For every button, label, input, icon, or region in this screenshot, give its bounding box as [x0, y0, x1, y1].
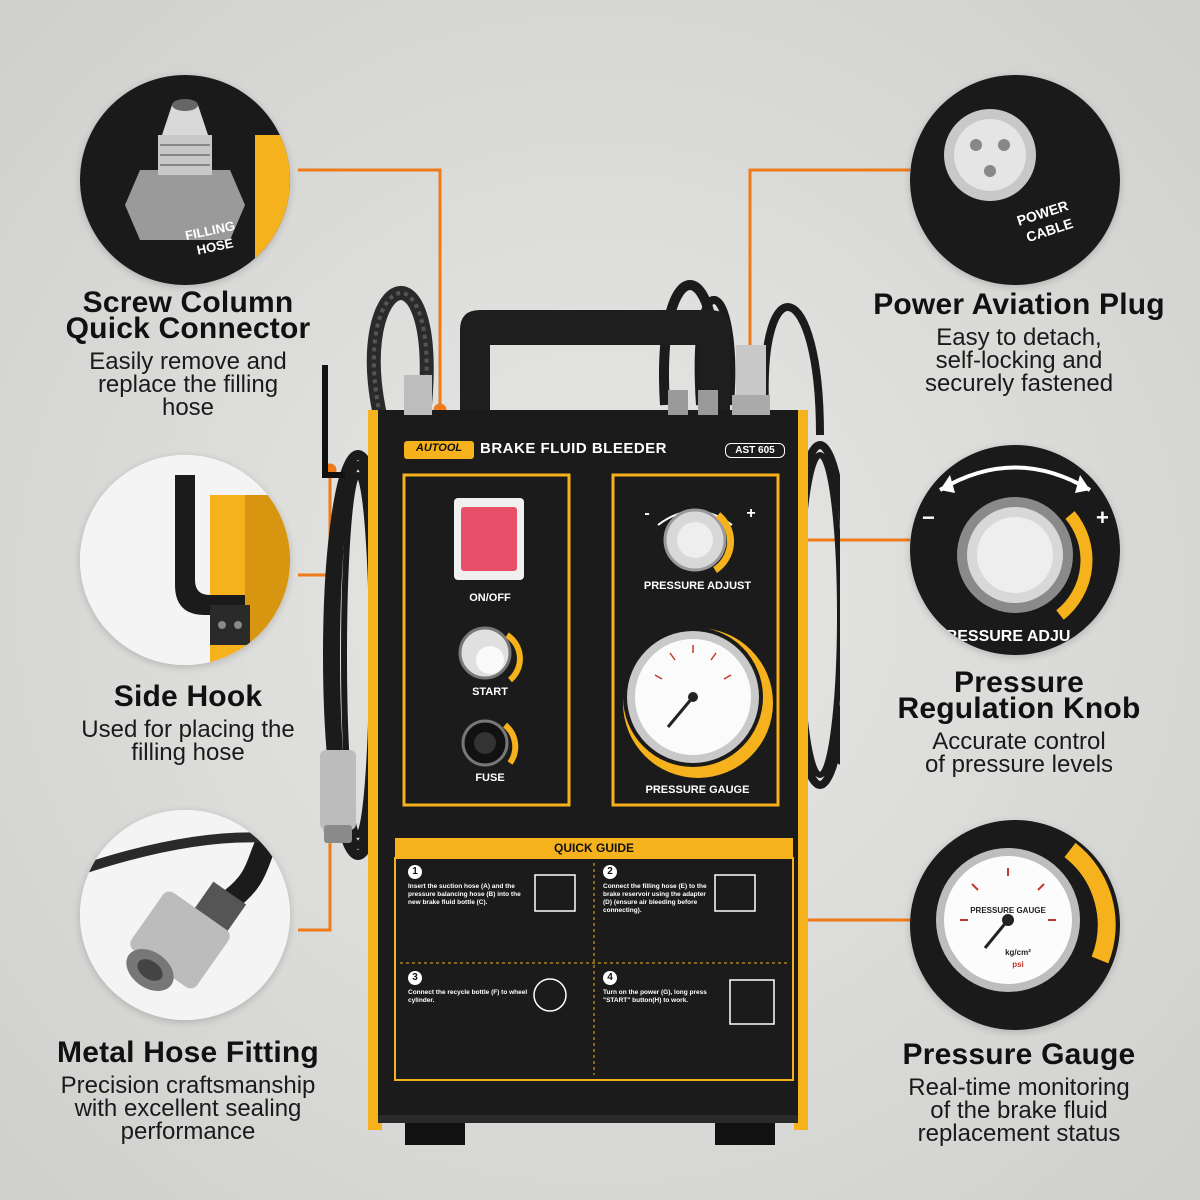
product-name: BRAKE FLUID BLEEDER	[480, 440, 668, 457]
brake-fluid-bleeder: AUTOOL BRAKE FLUID BLEEDER AST 605 ON/OF…	[320, 235, 876, 1165]
svg-text:+: +	[1096, 505, 1109, 530]
start-label: START	[472, 686, 508, 698]
circle-side-hook	[80, 455, 290, 665]
guide-step-3-number: 3	[412, 972, 418, 983]
guide-step-2-number: 2	[607, 866, 613, 877]
knob-circle-label: PRESSURE ADJU	[935, 628, 1071, 645]
guide-step-1-text: Insert the suction hose (A) and the pres…	[408, 883, 521, 906]
feature-power-plug: Power Aviation Plug Easy to detach,self-…	[855, 288, 1183, 397]
svg-text:−: −	[922, 505, 935, 530]
on-off-label: ON/OFF	[469, 592, 511, 604]
circle-screw-column-connector: FILLING HOSE	[80, 75, 290, 285]
feature-title: Pressure Gauge	[902, 1038, 1136, 1071]
guide-step-4-text: Turn on the power (G), long press "START…	[603, 989, 707, 1004]
circle-pressure-regulation-knob: − + PRESSURE ADJU	[910, 445, 1120, 655]
brand-logo: AUTOOL	[415, 442, 463, 454]
pressure-adjust-label: PRESSURE ADJUST	[643, 580, 752, 592]
line-screw-column	[298, 168, 442, 410]
guide-step-1-number: 1	[412, 866, 418, 877]
fuse-label: FUSE	[475, 772, 505, 784]
gauge-circle-title: PRESSURE GAUGE	[970, 906, 1046, 915]
switch-red	[461, 507, 517, 571]
circle-pressure-gauge: PRESSURE GAUGE kg/cm² psi	[910, 820, 1120, 1030]
device-illustration	[320, 280, 876, 1145]
guide-step-3-text: Connect the recycle bottle (F) to wheel …	[408, 989, 528, 1004]
feature-title: Power Aviation Plug	[873, 288, 1165, 321]
guide-step-4-number: 4	[607, 972, 613, 983]
gauge-circle-unit-psi: psi	[1012, 960, 1024, 969]
circle-metal-hose-fitting	[80, 810, 290, 1020]
model-badge: AST 605	[725, 443, 785, 458]
knob-plus: +	[746, 505, 756, 522]
guide-step-2-text: Connect the filling hose (E) to the brak…	[603, 883, 707, 914]
quick-guide-title: QUICK GUIDE	[553, 841, 634, 855]
knob-minus: -	[644, 505, 650, 522]
circle-power-aviation-plug: POWER CABLE	[910, 75, 1120, 285]
feature-metal-hose: Metal Hose Fitting Precision craftsmansh…	[20, 1036, 356, 1145]
feature-title: Metal Hose Fitting	[57, 1036, 319, 1069]
gauge-circle-unit-kg: kg/cm²	[1005, 948, 1031, 957]
pressure-gauge-label: PRESSURE GAUGE	[645, 784, 750, 796]
line-power-plug	[748, 168, 910, 405]
line-metal-hose	[298, 830, 332, 932]
feature-title: Side Hook	[113, 680, 263, 713]
